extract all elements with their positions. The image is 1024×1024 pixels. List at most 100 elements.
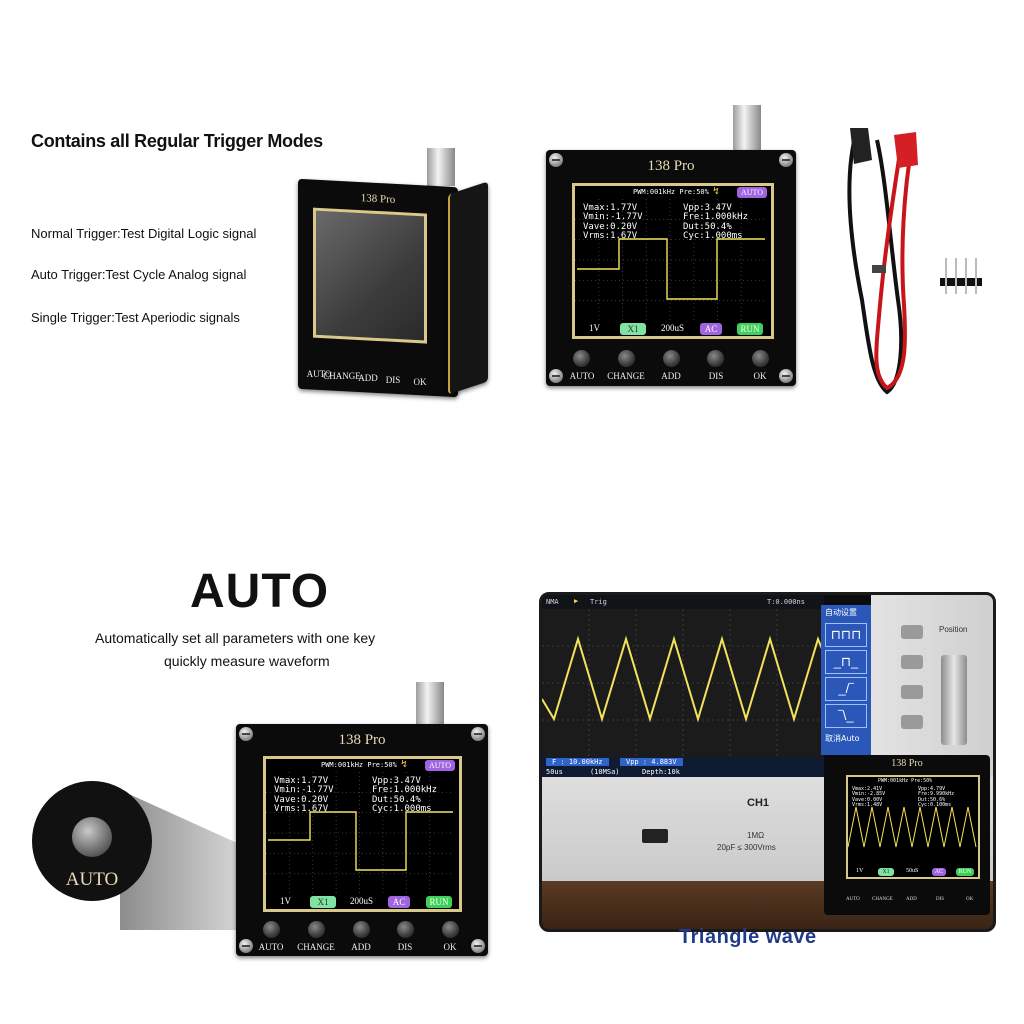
btn-label-change: CHANGE (297, 942, 335, 952)
btn-label-dis: DIS (708, 371, 724, 381)
screen-bottom-bar: 1V X1 200uS AC RUN (266, 895, 459, 909)
square-wave-trace (268, 811, 453, 871)
menu-title: 自动设置 (825, 608, 857, 617)
probe-badge: X1 (310, 896, 336, 908)
btn-label-auto: AUTO (306, 369, 332, 379)
pwm-readout: PWM:001kHz Pre:50% (321, 761, 397, 769)
bnc-connector (416, 682, 444, 726)
screw (239, 727, 253, 741)
probe-cable (847, 128, 918, 395)
screen-top-bar: PWM:001kHz Pre:50% ↯ AUTO (575, 186, 771, 199)
screw (549, 153, 563, 167)
auto-button-closeup (72, 817, 112, 857)
menu-square-icon[interactable]: ⊓⊓⊓ (825, 623, 867, 647)
impedance-label: 1MΩ (747, 831, 765, 840)
menu-fall-icon[interactable]: ‾\_ (825, 704, 867, 728)
waveform-plot (266, 772, 453, 894)
ok-button[interactable] (752, 350, 769, 367)
trigger-icon: ↯ (713, 186, 720, 197)
change-button[interactable] (308, 921, 325, 938)
device-side (448, 181, 488, 395)
ok-button[interactable] (442, 921, 459, 938)
pwm-readout: PWM:001kHz Pre:50% (633, 188, 709, 196)
mini-triangle-plot (848, 806, 977, 848)
bnc-connector (733, 105, 761, 153)
mini-top-bar: PWM:001kHz Pre:50% (878, 778, 933, 784)
device-body: 138 Pro PWM:001kHz Pre:50% ↯ AUTO Vmax:1… (546, 150, 796, 386)
auto-button[interactable] (263, 921, 280, 938)
coupling-badge: AC (700, 323, 722, 335)
waveform-plot (575, 199, 765, 321)
auto-heading: AUTO (190, 565, 330, 618)
bench-photo: NMA ▶ Trig T:0.000ns F : 10.00kHz Vpp : … (539, 592, 996, 932)
bench-scope-screen: NMA ▶ Trig T:0.000ns F : 10.00kHz Vpp : … (542, 595, 824, 777)
change-button[interactable] (618, 350, 635, 367)
device-body: 138 Pro (298, 178, 458, 398)
bnc-connector (427, 148, 455, 186)
bench-scope-info: F : 10.00kHz Vpp : 4.883V 50us (10MSa) D… (542, 757, 824, 777)
dis-button[interactable] (707, 350, 724, 367)
btn-label-ok: OK (753, 371, 767, 381)
screw (471, 727, 485, 741)
mode-badge: AUTO (737, 187, 767, 198)
trigger-mode-normal: Normal Trigger:Test Digital Logic signal (31, 226, 257, 241)
screw (239, 939, 253, 953)
trigger-modes-heading: Contains all Regular Trigger Modes (31, 131, 323, 151)
btn-label-change: CHANGE (607, 371, 645, 381)
triangle-wave-plot (542, 609, 824, 757)
trigger-mode-single: Single Trigger:Test Aperiodic signals (31, 310, 240, 325)
rating-label: 20pF ≤ 300Vrms (717, 843, 776, 852)
screw (471, 939, 485, 953)
panel-button (901, 715, 923, 729)
trigger-mode-auto: Auto Trigger:Test Cycle Analog signal (31, 267, 247, 282)
mini-model-label: 138 Pro (891, 758, 923, 769)
auto-zoom-label: AUTO (65, 869, 119, 890)
dis-button[interactable] (397, 921, 414, 938)
btn-label-change: CHANGE (323, 371, 361, 381)
model-label: 138 Pro (647, 158, 695, 174)
mode-badge: AUTO (425, 760, 455, 771)
menu-pulse-icon[interactable]: _⊓_ (825, 650, 867, 674)
usb-port-icon (642, 829, 668, 843)
header-pins (940, 258, 982, 294)
time-div: 200uS (350, 896, 374, 906)
position-label: Position (939, 625, 968, 634)
menu-rise-icon[interactable]: _/‾ (825, 677, 867, 701)
menu-cancel[interactable]: 取消Auto (825, 734, 860, 743)
screw (549, 369, 563, 383)
coupling-badge: AC (388, 896, 410, 908)
device-body: 138 Pro PWM:001kHz Pre:50% ↯ AUTO Vmax:1… (236, 724, 488, 956)
auto-description-line1: Automatically set all parameters with on… (95, 630, 376, 646)
triangle-wave-caption: Triangle wave (679, 926, 817, 948)
btn-label-add: ADD (351, 942, 371, 952)
panel-button (901, 685, 923, 699)
add-button[interactable] (663, 350, 680, 367)
auto-button[interactable] (573, 350, 590, 367)
btn-label-auto: AUTO (569, 371, 595, 381)
device-screen-off (313, 207, 427, 344)
btn-label-ok: OK (443, 942, 457, 952)
screw (779, 153, 793, 167)
model-label: 138 Pro (338, 732, 386, 748)
volt-div: 1V (280, 896, 291, 906)
auto-description-line2: quickly measure waveform (164, 653, 330, 669)
play-icon: ▶ (574, 597, 579, 605)
panel-button (901, 655, 923, 669)
volt-div: 1V (589, 323, 600, 333)
ch1-label: CH1 (747, 797, 770, 809)
add-button[interactable] (353, 921, 370, 938)
time-div: 200uS (661, 323, 685, 333)
screen-bottom-bar: 1V X1 200uS AC RUN (575, 322, 771, 336)
btn-label-dis: DIS (385, 375, 401, 385)
bench-scope-menu: 自动设置 ⊓⊓⊓ _⊓_ _/‾ ‾\_ 取消Auto (821, 605, 871, 755)
probe-connector (941, 655, 967, 745)
